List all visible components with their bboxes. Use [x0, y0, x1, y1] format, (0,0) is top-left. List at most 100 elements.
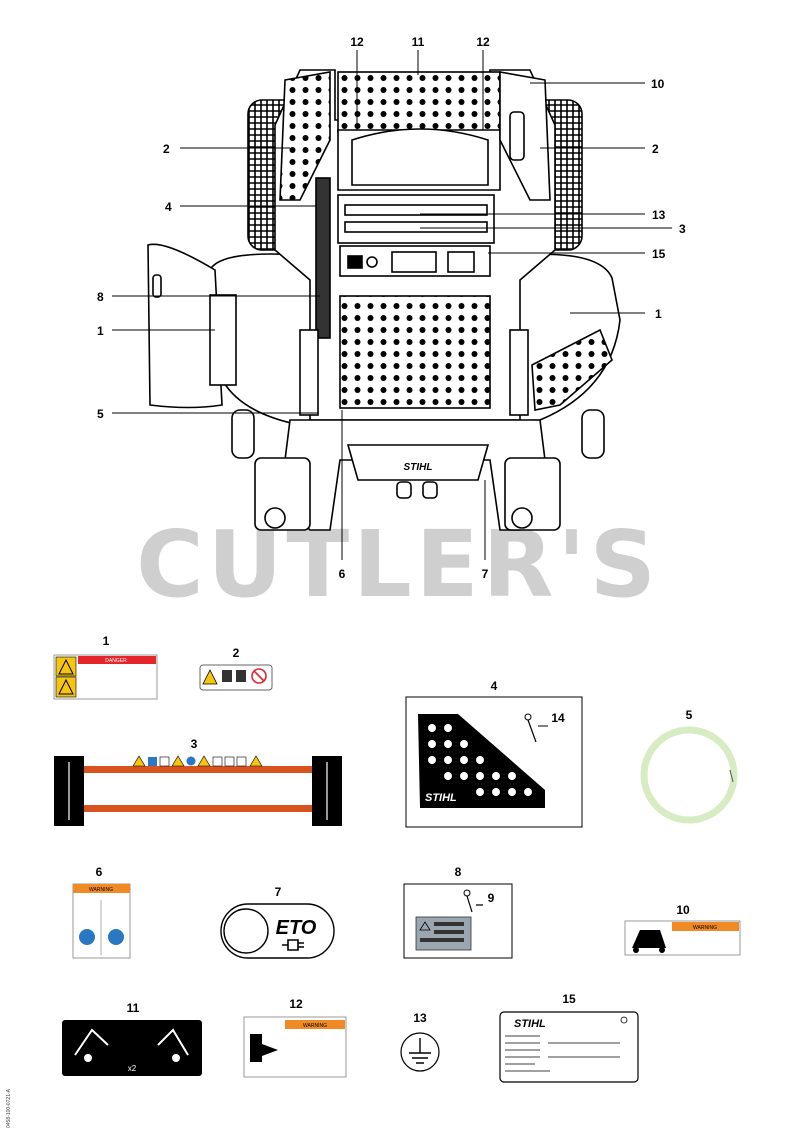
callout-12-left: 12	[350, 35, 364, 49]
decal-1-icon-top	[55, 656, 77, 677]
decal-4-number: 4	[491, 679, 498, 693]
decal-3-number: 3	[191, 737, 198, 751]
decal-7: 7 ETO	[220, 885, 335, 959]
decal-13-number: 13	[413, 1011, 427, 1025]
decal-1-header-text: DANGER	[105, 658, 127, 664]
left-arm-panel	[279, 71, 331, 201]
right-leg	[509, 329, 529, 416]
top-perforated-panel	[337, 71, 501, 133]
decal-10-header	[672, 922, 739, 931]
right-front-wheel	[511, 507, 533, 529]
decal-12-number: 12	[289, 997, 303, 1011]
left-front-wheel	[264, 507, 286, 529]
decal-10-header-text: WARNING	[693, 925, 717, 931]
decal-1-icon-bottom	[55, 676, 77, 698]
decal-13: 13	[400, 1011, 440, 1072]
decal-6-number: 6	[96, 865, 103, 879]
callout-12-right: 12	[476, 35, 490, 49]
decal-9-number: 9	[488, 891, 495, 905]
decal-12-hand-icon	[250, 1034, 278, 1062]
decal-15-brand: STIHL	[514, 1018, 546, 1030]
dash-key	[366, 256, 378, 268]
hitch-left	[396, 481, 412, 499]
console-bar-2	[344, 221, 488, 233]
decal-6-header-text: WARNING	[89, 887, 113, 893]
decal-3-bottom-bar	[84, 805, 312, 812]
decal-3-icon-strip	[132, 755, 263, 767]
watermark-text: CUTLER'S	[136, 511, 660, 618]
callout-8: 8	[97, 290, 104, 304]
callout-1-left: 1	[97, 324, 104, 338]
callout-labels: 12 11 12 10 2 2 4 13 3 15 8 1 1 5 6 7	[97, 35, 686, 581]
decal-1-header	[78, 656, 156, 664]
decal-12-header	[285, 1020, 345, 1029]
flap-hinge	[209, 294, 237, 386]
callout-6: 6	[339, 567, 346, 581]
callout-5: 5	[97, 407, 104, 421]
callout-7: 7	[482, 567, 489, 581]
right-caster	[581, 409, 605, 459]
decal-4-holes	[428, 724, 532, 796]
decal-11: 11 x2	[62, 1001, 202, 1076]
decal-4-brand: STIHL	[425, 792, 457, 804]
decal-12-header-text: WARNING	[303, 1023, 327, 1029]
decal-11-number: 11	[127, 1001, 140, 1015]
decal-3-top-bar	[84, 766, 312, 773]
decal-2-number: 2	[233, 646, 240, 660]
dash-switch	[347, 255, 363, 269]
console-frame	[337, 194, 495, 244]
decal-15-number: 15	[562, 992, 576, 1006]
decal-6: 6 WARNING	[72, 865, 131, 959]
decal-8: 8 9	[403, 865, 513, 959]
left-leg	[299, 329, 319, 416]
decal-7-brand: ETO	[276, 917, 317, 939]
decal-7-number: 7	[275, 885, 282, 899]
callout-1-right: 1	[655, 307, 662, 321]
decal-5: 5	[640, 708, 738, 824]
mower-illustration: STIHL	[147, 69, 621, 531]
decal-7-plug-icon	[282, 939, 304, 951]
hitch-right	[422, 481, 438, 499]
decal-5-number: 5	[686, 708, 693, 722]
document-id-text: 0458-100-0721-A	[6, 1088, 12, 1128]
callout-10: 10	[651, 77, 665, 91]
decal-15-lines	[505, 1035, 620, 1072]
fuel-strip	[315, 177, 331, 339]
seat-pad	[351, 128, 489, 186]
discharge-flap	[147, 243, 223, 409]
front-plate	[346, 444, 490, 481]
callout-13: 13	[652, 208, 666, 222]
dash-display	[391, 251, 437, 273]
decal-2: 2	[199, 646, 273, 691]
decal-6-left-icon	[79, 929, 95, 945]
front-plate-brand: STIHL	[404, 462, 433, 473]
callout-3: 3	[679, 222, 686, 236]
decal-14-number: 14	[551, 711, 565, 725]
decal-5-ring	[640, 726, 738, 824]
deck-right-perforation	[531, 328, 613, 411]
flap-slot	[152, 274, 162, 298]
decal-15: 15 STIHL	[499, 992, 639, 1083]
callout-11: 11	[412, 35, 425, 49]
decal-11-multiplier: x2	[128, 1064, 137, 1073]
leader-lines	[112, 50, 672, 560]
decal-8-number: 8	[455, 865, 462, 879]
right-control-lever	[509, 111, 525, 161]
callout-4: 4	[165, 200, 172, 214]
decal-6-right-icon	[108, 929, 124, 945]
decal-7-button-ring	[223, 908, 269, 954]
decal-10: 10 WARNING	[624, 903, 741, 956]
decal-6-header	[73, 884, 130, 893]
callout-15: 15	[652, 247, 666, 261]
decal-12: 12 WARNING	[243, 997, 347, 1078]
console-bar-1	[344, 204, 488, 216]
decal-4: 4 STIHL 14	[405, 679, 583, 828]
callout-2-left: 2	[163, 142, 170, 156]
document-id: 0458-100-0721-A	[6, 1088, 12, 1128]
right-arm-panel	[499, 71, 551, 201]
decal-14-pin	[524, 713, 532, 721]
decal-10-mower-icon	[632, 930, 666, 948]
decal-9-pin	[463, 889, 471, 897]
decal-10-number: 10	[676, 903, 690, 917]
